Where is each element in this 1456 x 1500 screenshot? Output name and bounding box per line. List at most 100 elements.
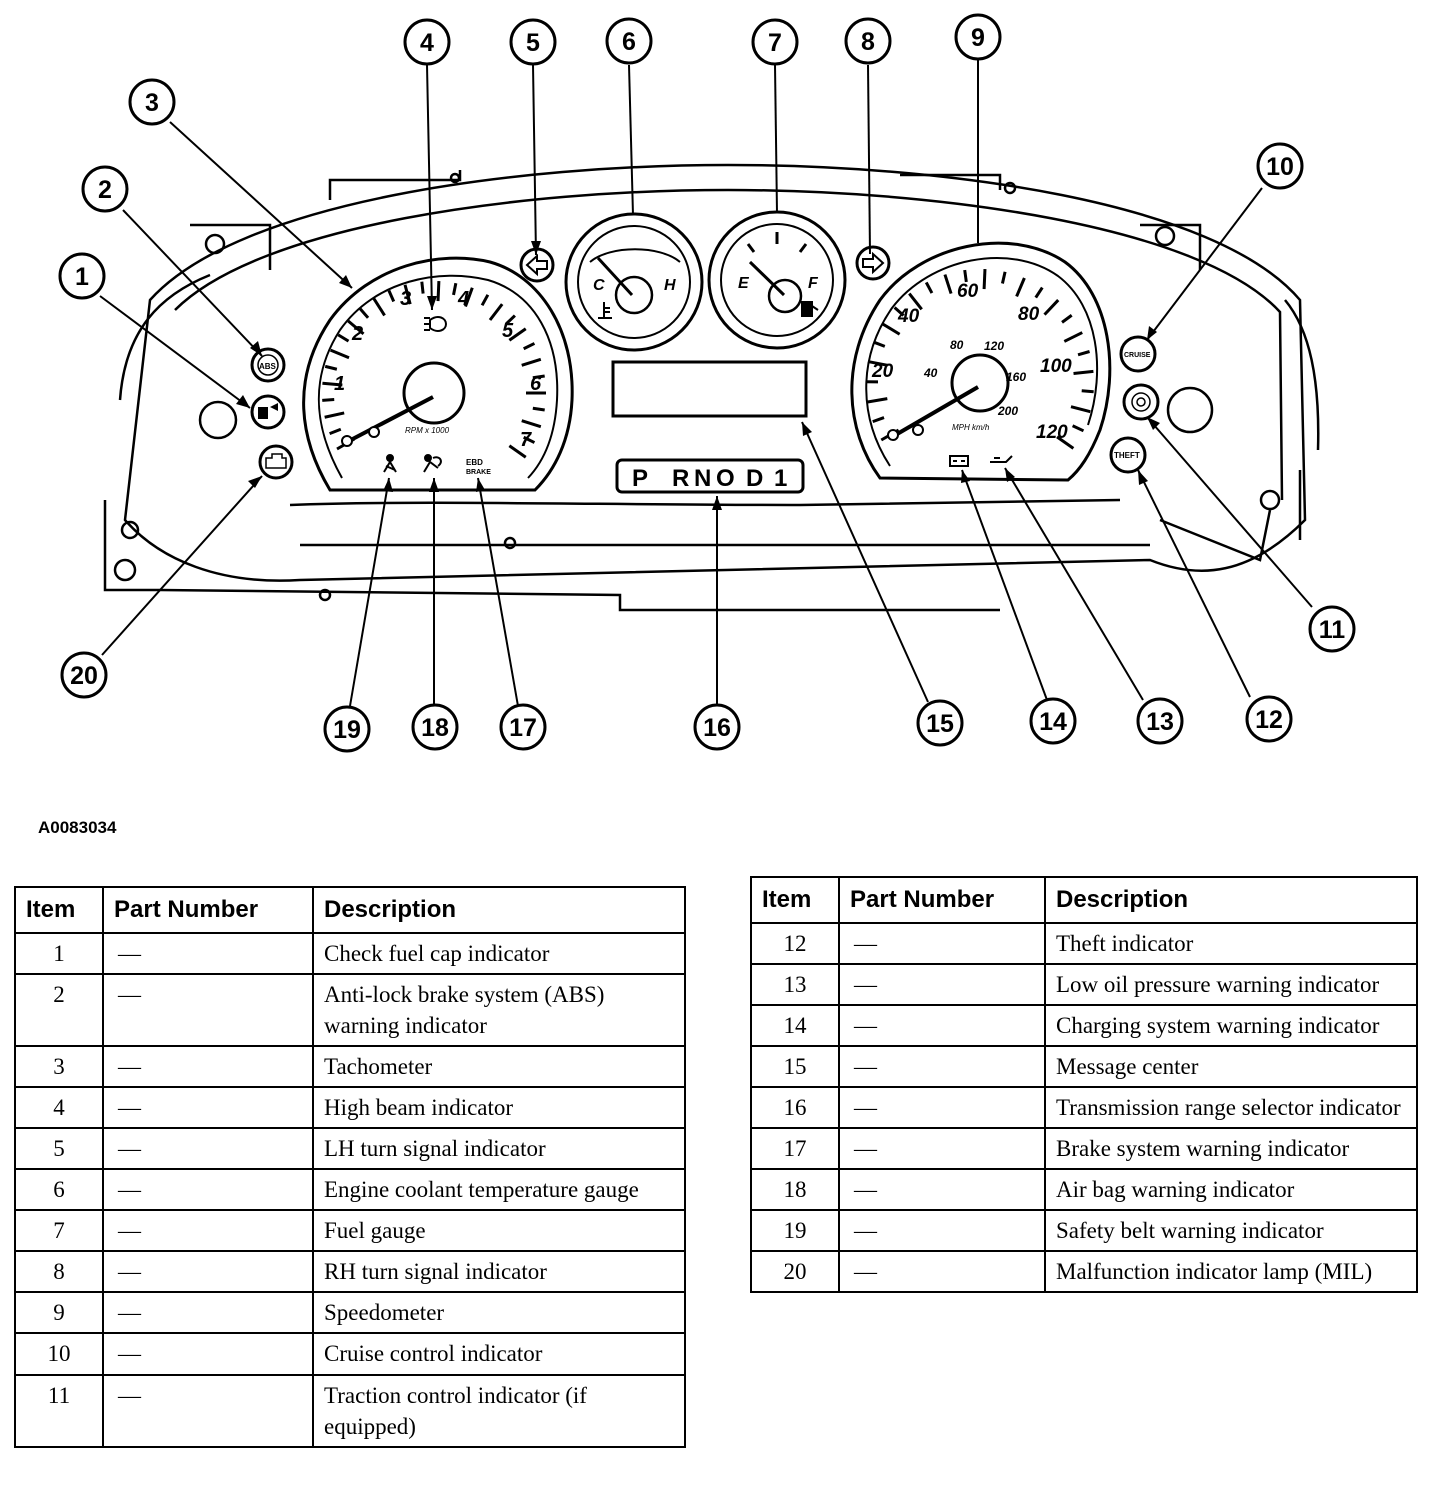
table-row: 20—Malfunction indicator lamp (MIL)	[750, 1250, 1418, 1294]
malfunction-indicator-lamp	[258, 444, 294, 480]
item-cell: 7	[14, 1209, 104, 1253]
callout-4: 4	[403, 18, 451, 66]
callout-20: 20	[60, 651, 108, 699]
table-row: 11—Traction control indicator (if equipp…	[14, 1373, 686, 1448]
svg-text:1: 1	[75, 263, 89, 291]
speedometer: 20 40 60 80 100 120 40 80 120 160 200 MP…	[850, 241, 1112, 482]
column-header-part-number: Part Number	[838, 876, 1046, 924]
gauge-tick	[943, 274, 953, 295]
part-number-cell: —	[102, 1291, 314, 1335]
part-number-cell: —	[102, 1250, 314, 1294]
svg-text:6: 6	[622, 28, 636, 56]
gauge-tick	[963, 269, 968, 283]
speedometer-kmh-80: 80	[950, 338, 964, 352]
fuel-needle	[748, 260, 786, 297]
column-header-item: Item	[750, 876, 840, 924]
table-row: 14—Charging system warning indicator	[750, 1004, 1418, 1048]
tachometer-label-6: 6	[530, 373, 542, 395]
temperature-needle	[596, 256, 634, 297]
legend-table-left: Item Part Number Description 1—Check fue…	[14, 886, 686, 1448]
high-beam-icon	[424, 316, 448, 332]
part-number-cell: —	[102, 1332, 314, 1376]
description-cell: Malfunction indicator lamp (MIL)	[1044, 1250, 1418, 1294]
item-cell: 19	[750, 1209, 840, 1253]
cluster-housing	[103, 163, 1320, 612]
transmission-range-display: P R N O D 1	[615, 458, 805, 494]
coolant-temperature-icon	[598, 302, 612, 319]
gauge-tick	[523, 435, 536, 444]
item-cell: 6	[14, 1168, 104, 1212]
table-row: 6—Engine coolant temperature gauge	[14, 1168, 686, 1212]
gauge-tick	[322, 398, 335, 402]
fuel-low-label: E	[738, 275, 750, 292]
callout-12: 12	[1245, 695, 1293, 743]
callout-18: 18	[411, 703, 459, 751]
message-center-display	[611, 360, 808, 418]
description-cell: Anti-lock brake system (ABS) warning ind…	[312, 973, 686, 1048]
svg-text:9: 9	[971, 24, 985, 52]
callout-6: 6	[605, 17, 653, 65]
item-cell: 10	[14, 1332, 104, 1376]
gauge-tick	[1063, 331, 1083, 343]
svg-text:15: 15	[926, 710, 954, 738]
gauge-tick	[1071, 424, 1085, 433]
callout-19: 19	[323, 705, 371, 753]
brake-label-brake: BRAKE	[466, 469, 491, 476]
description-cell: Speedometer	[312, 1291, 686, 1335]
gauge-tick	[508, 444, 527, 459]
item-cell: 3	[14, 1045, 104, 1089]
theft-indicator: THEFT	[1109, 436, 1147, 474]
tachometer-label-7: 7	[520, 429, 532, 451]
speedometer-needle	[890, 385, 980, 439]
mounting-holes	[113, 172, 1281, 602]
gauge-tick	[324, 364, 338, 371]
part-number-cell: —	[838, 1086, 1046, 1130]
gauge-tick	[329, 427, 342, 435]
gauge-tick	[324, 411, 345, 419]
description-cell: Check fuel cap indicator	[312, 931, 686, 976]
svg-text:17: 17	[509, 714, 537, 742]
battery-icon	[949, 455, 969, 467]
svg-text:20: 20	[70, 662, 98, 690]
fuel-gauge: E F	[707, 210, 847, 350]
gauge-tick	[881, 322, 901, 336]
gauge-tick	[1056, 435, 1075, 450]
speedometer-unit: MPH km/h	[952, 423, 990, 432]
abs-warning-indicator: ABS	[250, 347, 286, 383]
gauge-tick	[521, 357, 542, 367]
table-row: 7—Fuel gauge	[14, 1209, 686, 1253]
legend-table-right: Item Part Number Description 12—Theft in…	[750, 876, 1418, 1294]
description-cell: Theft indicator	[1044, 921, 1418, 966]
item-cell: 13	[750, 963, 840, 1007]
gauge-tick	[1015, 277, 1026, 298]
item-cell: 16	[750, 1086, 840, 1130]
part-number-cell: —	[838, 1045, 1046, 1089]
part-number-cell: —	[102, 1127, 314, 1171]
speedometer-mph-60: 60	[957, 281, 979, 302]
description-cell: Charging system warning indicator	[1044, 1004, 1418, 1048]
description-cell: Traction control indicator (if equipped)	[312, 1373, 686, 1448]
svg-text:4: 4	[420, 29, 434, 57]
safety-belt-icon	[383, 454, 397, 473]
prndl-d: D	[746, 465, 763, 492]
part-number-cell: —	[838, 1127, 1046, 1171]
tachometer-hub	[402, 361, 466, 425]
left-arrow-icon	[525, 253, 548, 277]
gauge-tick	[403, 284, 412, 305]
callout-5: 5	[509, 18, 557, 66]
part-number-cell: —	[838, 1168, 1046, 1212]
gauge-tick	[1073, 369, 1094, 375]
speedometer-mph-80: 80	[1018, 304, 1040, 325]
item-cell: 17	[750, 1127, 840, 1171]
callout-16: 16	[693, 703, 741, 751]
column-header-part-number: Part Number	[102, 886, 314, 934]
tachometer-unit: RPM x 1000	[405, 426, 450, 435]
svg-text:5: 5	[526, 29, 540, 57]
description-cell: Low oil pressure warning indicator	[1044, 963, 1418, 1007]
speedometer-kmh-200: 200	[997, 404, 1018, 418]
gauge-tick	[372, 297, 386, 317]
item-cell: 20	[750, 1250, 840, 1294]
callout-3: 3	[128, 78, 176, 126]
svg-text:12: 12	[1255, 706, 1283, 734]
svg-text:7: 7	[768, 29, 782, 57]
